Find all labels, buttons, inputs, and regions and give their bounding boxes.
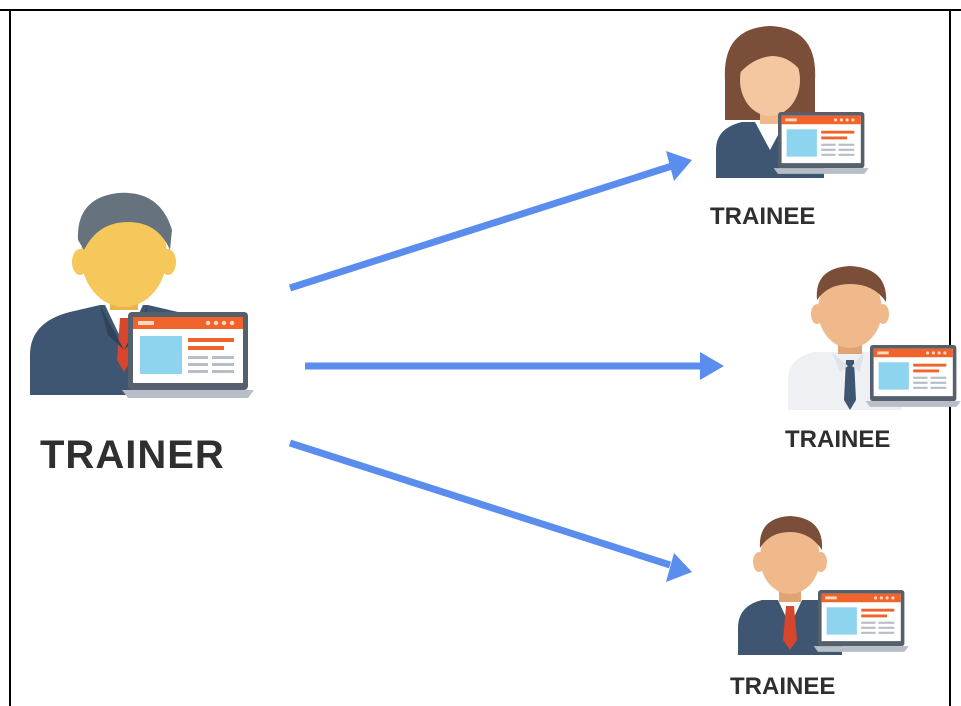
arrow-to-trainee-1	[288, 151, 692, 292]
arrow-to-trainee-3	[288, 439, 692, 582]
trainee-3-label: TRAINEE	[730, 673, 835, 700]
arrow-to-trainee-2	[305, 352, 724, 380]
trainer-icon	[30, 192, 254, 398]
trainer-label: TRAINER	[40, 433, 225, 477]
trainee-2-label: TRAINEE	[785, 426, 890, 453]
trainee-2-man-icon	[788, 266, 961, 410]
trainee-1-label: TRAINEE	[710, 203, 815, 230]
trainee-1-woman-icon	[716, 26, 869, 178]
trainee-3-man-icon	[738, 516, 909, 655]
